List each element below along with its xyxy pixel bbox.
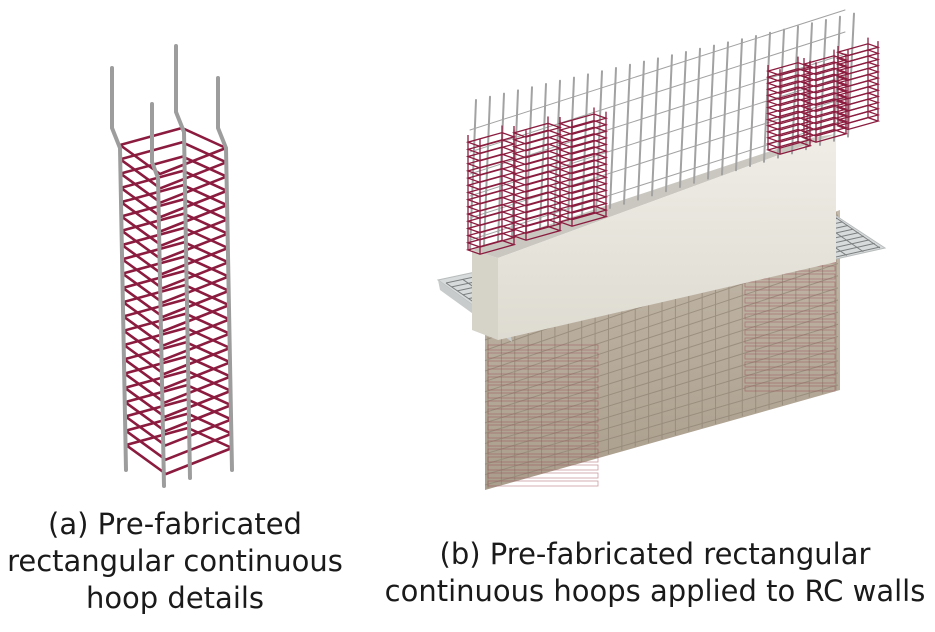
rc-wall-assembly: [436, 9, 887, 490]
hoop-ring: [122, 340, 232, 390]
hoop-ring: [123, 355, 232, 404]
hoop-ring: [119, 155, 228, 204]
caption-b: (b) Pre-fabricated rectangular continuou…: [375, 536, 935, 610]
hoop-cage-a: [110, 44, 234, 488]
hoop-ring: [120, 198, 229, 247]
hoop-ring: [122, 312, 232, 362]
hoop-ring: [118, 140, 228, 190]
hoop-ring: [124, 426, 234, 476]
hoop-ring: [124, 398, 233, 447]
caption-b-line-1: (b) Pre-fabricated rectangular: [439, 537, 871, 571]
hoop-ring: [120, 240, 230, 290]
caption-a-line-3: hoop details: [85, 581, 265, 615]
hoop-ring: [123, 383, 233, 433]
caption-a-line-1: (a) Pre-fabricated: [48, 507, 302, 541]
hoop-ring: [119, 183, 229, 233]
hoop-ring: [119, 169, 229, 219]
hoop-ring: [124, 412, 234, 462]
caption-b-line-2: continuous hoops applied to RC walls: [384, 574, 926, 608]
hoop-ring: [118, 126, 228, 176]
hoop-ring: [120, 226, 230, 276]
caption-a-line-2: rectangular continuous: [7, 544, 343, 578]
hoop-ring: [121, 255, 230, 304]
caption-a: (a) Pre-fabricated rectangular continuou…: [0, 506, 350, 617]
hoop-ring: [122, 298, 231, 347]
hoop-ring: [120, 212, 230, 262]
upper-wall-front: [498, 134, 836, 340]
rebar-illustration: [110, 9, 887, 490]
hoop-ring: [121, 283, 231, 333]
hoop-ring: [121, 269, 231, 319]
hoop-ring: [123, 369, 233, 419]
hoop-ring: [122, 326, 232, 376]
upper-wall-top: [472, 134, 836, 258]
